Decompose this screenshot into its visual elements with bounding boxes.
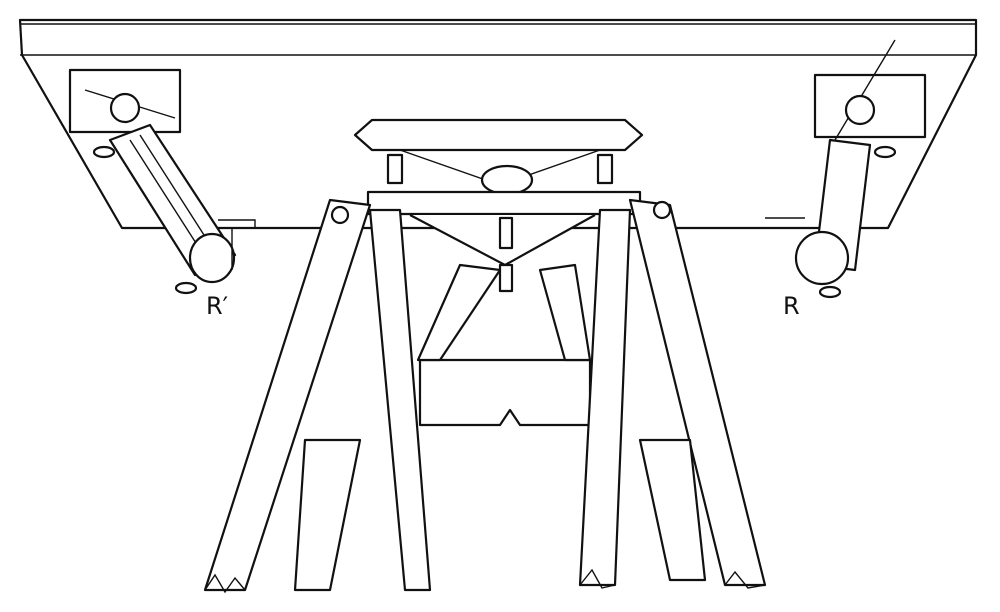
roller-left-label: R′ bbox=[206, 292, 229, 320]
tripod-legs bbox=[203, 198, 767, 594]
roller-right bbox=[765, 39, 927, 299]
roller-left bbox=[68, 68, 256, 295]
tripod-head bbox=[353, 118, 644, 293]
roller-right-label: R bbox=[783, 292, 800, 320]
